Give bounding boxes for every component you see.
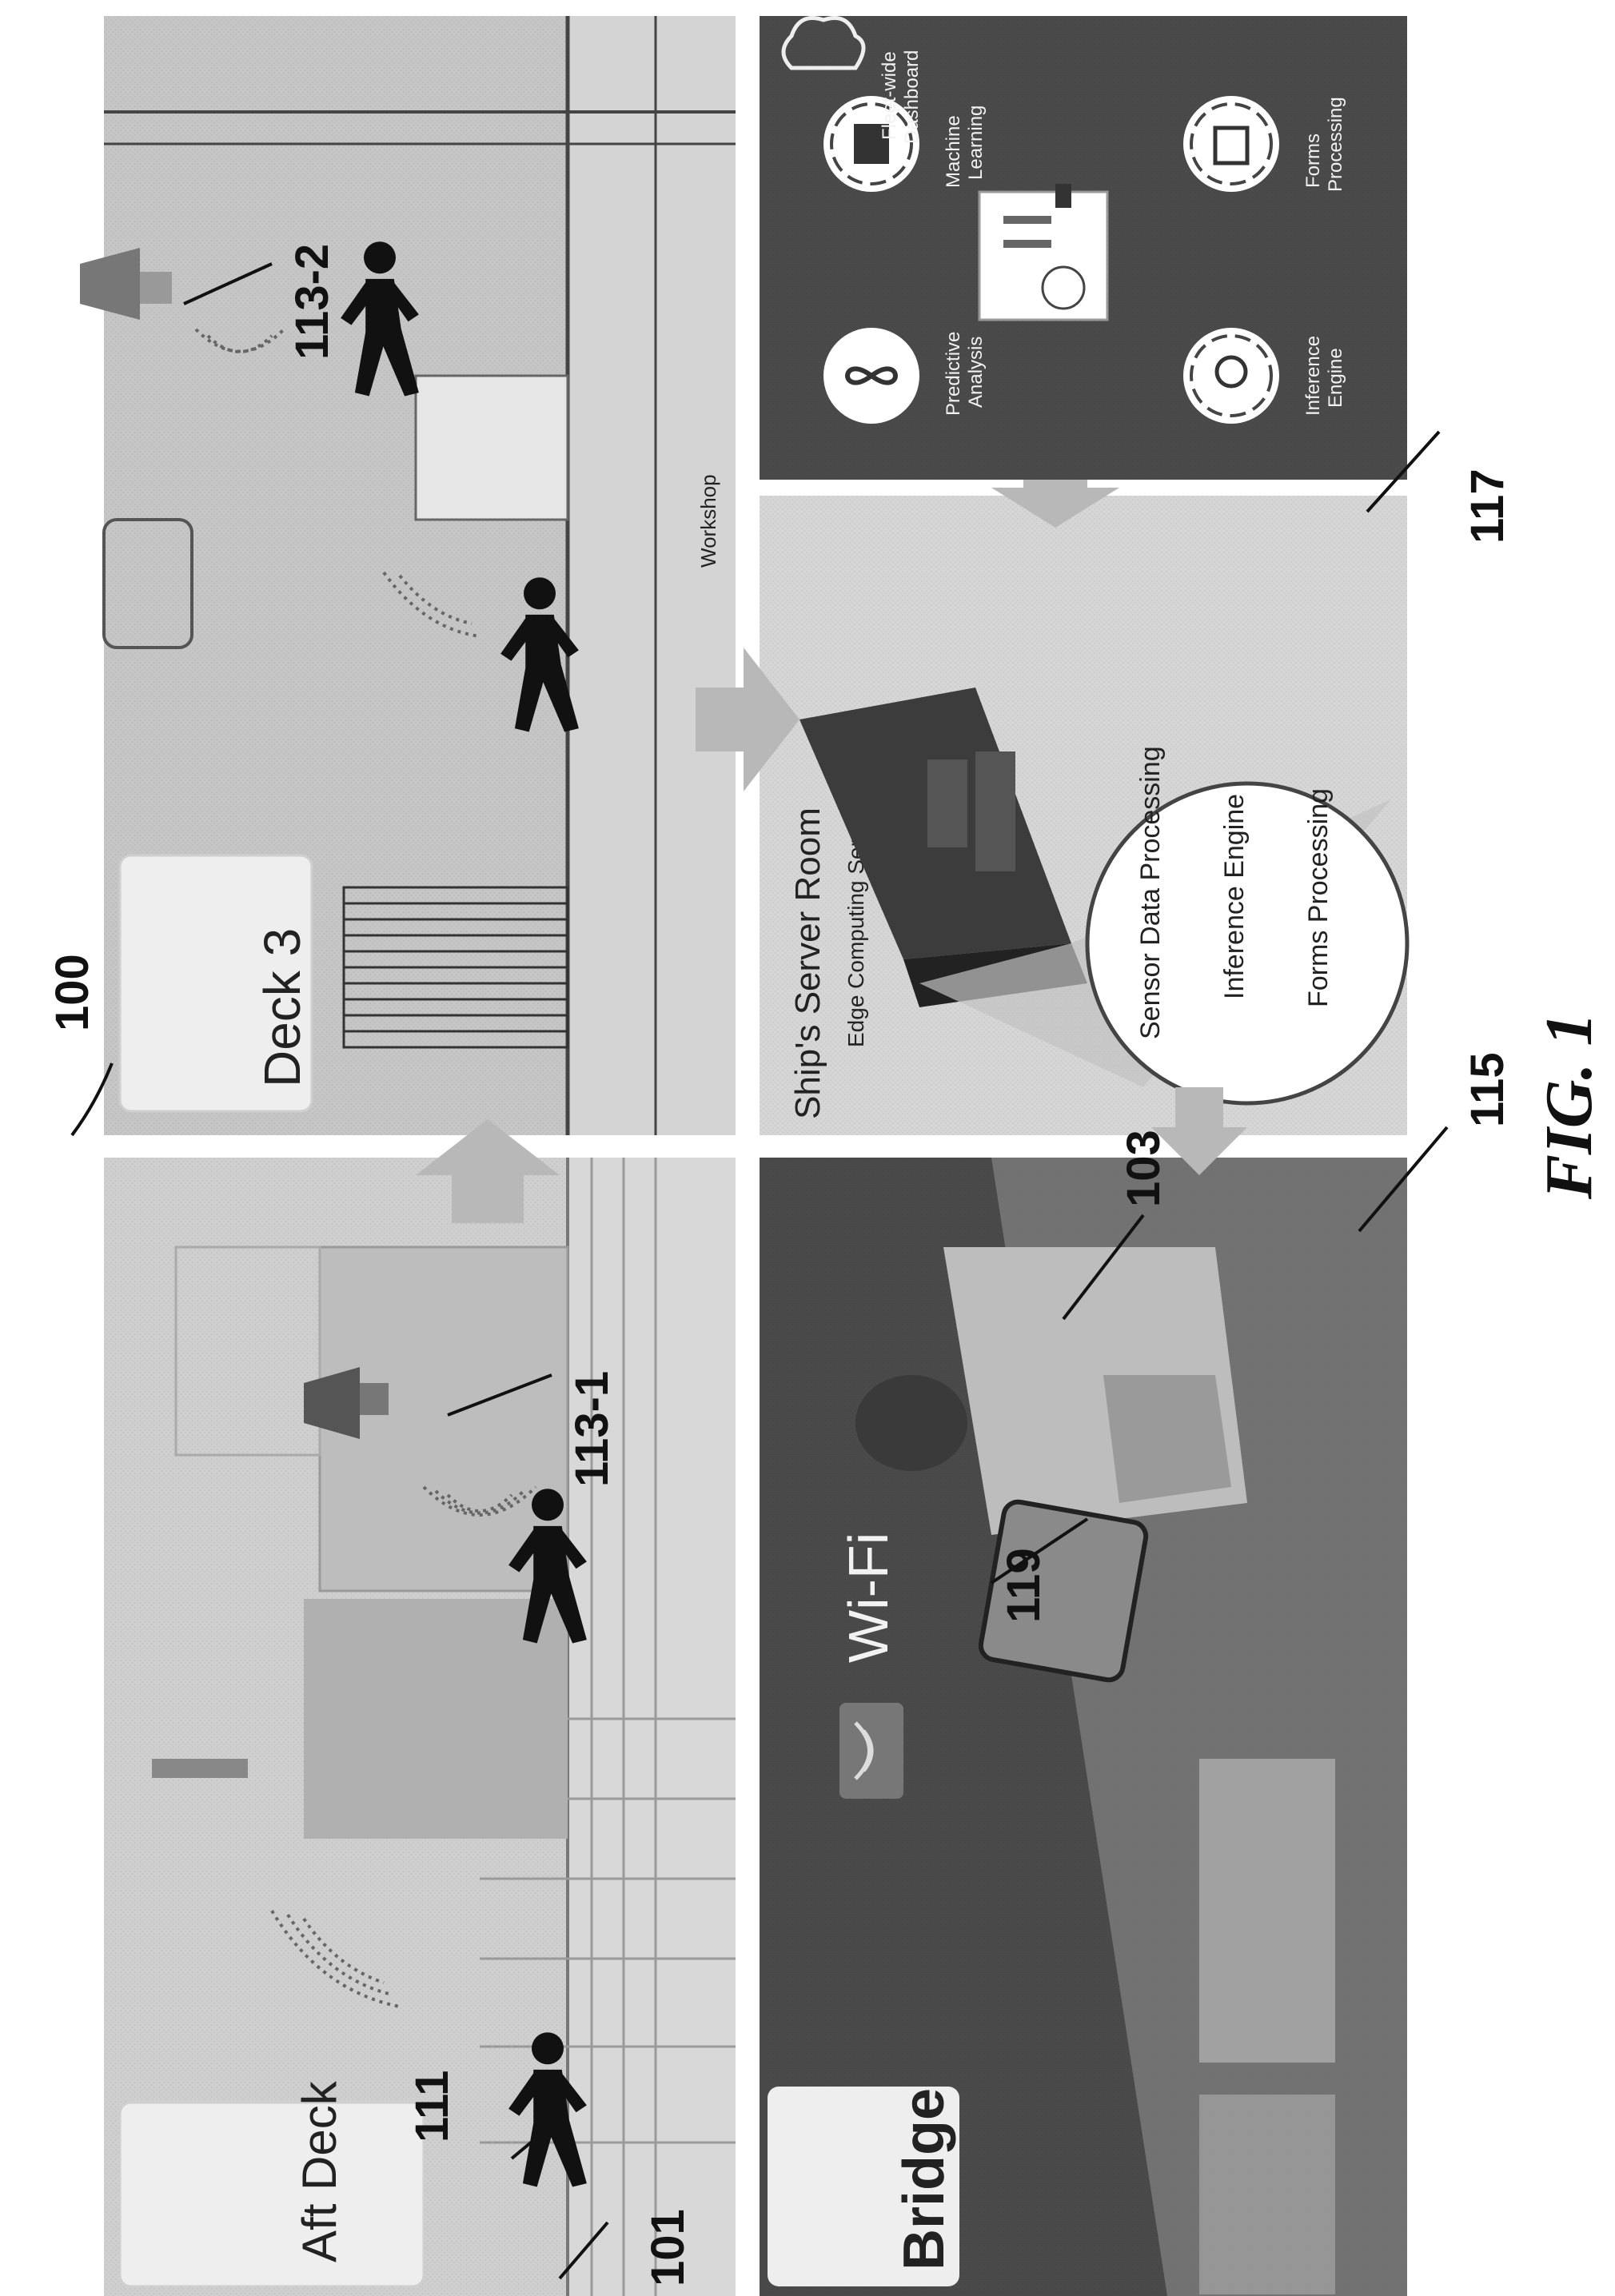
ref-113-2: 113-2 <box>286 244 338 360</box>
server-room-title: Ship's Server Room <box>788 807 827 1119</box>
wifi-label: Wi-Fi <box>837 1533 899 1663</box>
ml-line2: Learning <box>965 106 987 180</box>
deck3-panel: Workshop Deck 3 <box>80 16 736 1135</box>
forms-line2: Processing <box>1325 97 1346 192</box>
circle-item-forms: Forms Processing <box>1303 788 1334 1007</box>
wifi-router-icon <box>839 1703 903 1799</box>
figure-caption: FIG. 1 <box>1532 1013 1606 1200</box>
bridge-panel: Wi-Fi Bridge <box>760 1158 1407 2296</box>
ref-103: 103 <box>1118 1130 1170 1207</box>
ref-119: 119 <box>998 1548 1050 1623</box>
cloud-panel: Predictive Analysis Machine Learning Fle… <box>760 16 1407 480</box>
circle-item-inference: Inference Engine <box>1219 794 1250 999</box>
workshop-label: Workshop <box>696 474 720 568</box>
inference-line1: Inference <box>1302 336 1324 416</box>
predictive-line1: Predictive <box>943 332 964 416</box>
dashboard-icon <box>979 184 1107 320</box>
ref-113-1: 113-1 <box>566 1371 618 1487</box>
predictive-line2: Analysis <box>965 337 987 408</box>
server-room-panel: Ship's Server Room Edge Computing Server… <box>760 496 1407 1135</box>
ref-figure: 100 <box>46 954 98 1031</box>
ref-101: 101 <box>642 2209 694 2286</box>
infinity-icon <box>823 328 919 424</box>
ref-115: 115 <box>1461 1052 1513 1127</box>
dashboard-line2: Dashboard <box>901 50 923 144</box>
forms-icon <box>1183 96 1279 192</box>
ref-111: 111 <box>406 2071 458 2143</box>
lightbulb-icon <box>1183 328 1279 424</box>
dashboard-line1: Fleet-wide <box>879 51 900 140</box>
forms-line1: Forms <box>1302 134 1324 188</box>
ml-line1: Machine <box>943 115 964 188</box>
ref-117: 117 <box>1461 468 1513 544</box>
deck3-label: Deck 3 <box>253 928 311 1087</box>
circle-item-sensor: Sensor Data Processing <box>1135 746 1166 1039</box>
aft-deck-label: Aft Deck <box>293 2080 346 2262</box>
bridge-label: Bridge <box>892 2088 956 2270</box>
inference-line2: Engine <box>1325 348 1346 408</box>
aft-deck-tag <box>120 2103 424 2286</box>
